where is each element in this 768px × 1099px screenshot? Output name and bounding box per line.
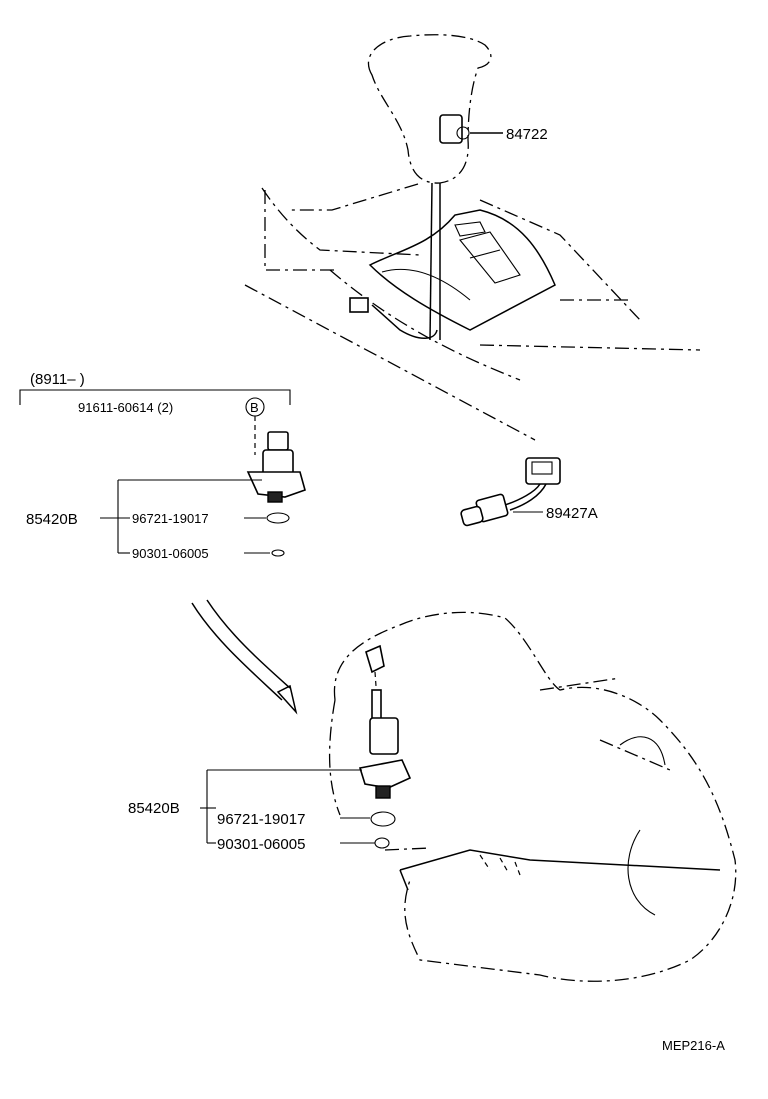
label-bolt-marker: B bbox=[250, 400, 259, 415]
label-oring-lower: 96721-19017 bbox=[217, 811, 305, 828]
lower-sensor-drawing bbox=[200, 644, 412, 849]
label-sensor-assy-lower: 85420B bbox=[128, 800, 180, 817]
label-bolt-part: 91611-60614 (2) bbox=[78, 400, 173, 415]
label-figure-code: MEP216-A bbox=[662, 1038, 725, 1053]
label-oring-upper: 96721-19017 bbox=[132, 511, 209, 526]
label-gasket-lower: 90301-06005 bbox=[217, 836, 305, 853]
direction-arrow bbox=[191, 599, 298, 715]
switch-drawing bbox=[460, 457, 561, 527]
label-sensor-assy-upper: 85420B bbox=[26, 511, 78, 528]
transmission-drawing bbox=[328, 611, 737, 982]
label-gasket-upper: 90301-06005 bbox=[132, 546, 209, 561]
label-switch-part: 89427A bbox=[546, 505, 598, 522]
label-bracket-note: (8911– ) bbox=[30, 371, 85, 388]
label-shift-knob-part: 84722 bbox=[506, 126, 548, 143]
upper-sensor-drawing bbox=[19, 389, 306, 557]
shift-console-drawing bbox=[244, 34, 701, 441]
